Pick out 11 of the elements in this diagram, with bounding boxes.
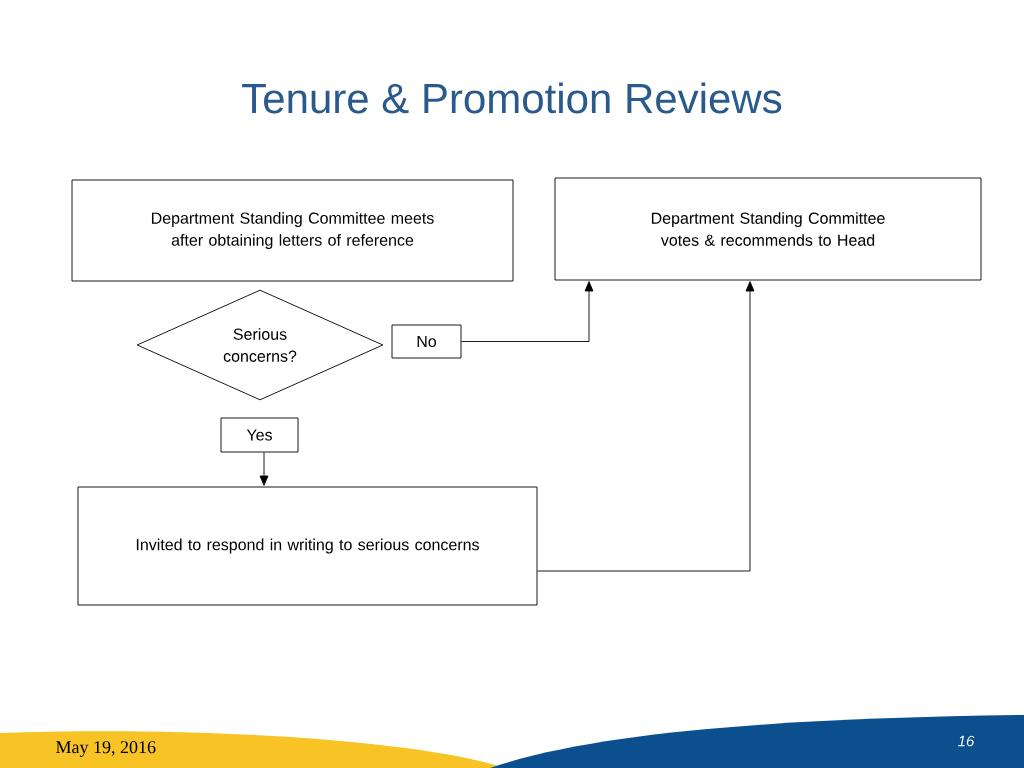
answer-box: Yes: [220, 417, 299, 453]
process-box: Department Standing Committee meets after obtaining letters of reference: [71, 179, 514, 282]
answer-box: No: [391, 324, 462, 359]
arrow: [461, 281, 594, 342]
arrow: [537, 281, 755, 572]
title: Tenure & Promotion Reviews: [242, 82, 782, 114]
arrow: [259, 452, 269, 486]
date: May 19, 2016: [56, 741, 156, 757]
process-box: Department Standing Committee votes & recommends to Head: [554, 177, 982, 281]
page-number: 16: [958, 735, 975, 747]
process-box: Invited to respond in writing to serious concerns: [77, 486, 538, 606]
